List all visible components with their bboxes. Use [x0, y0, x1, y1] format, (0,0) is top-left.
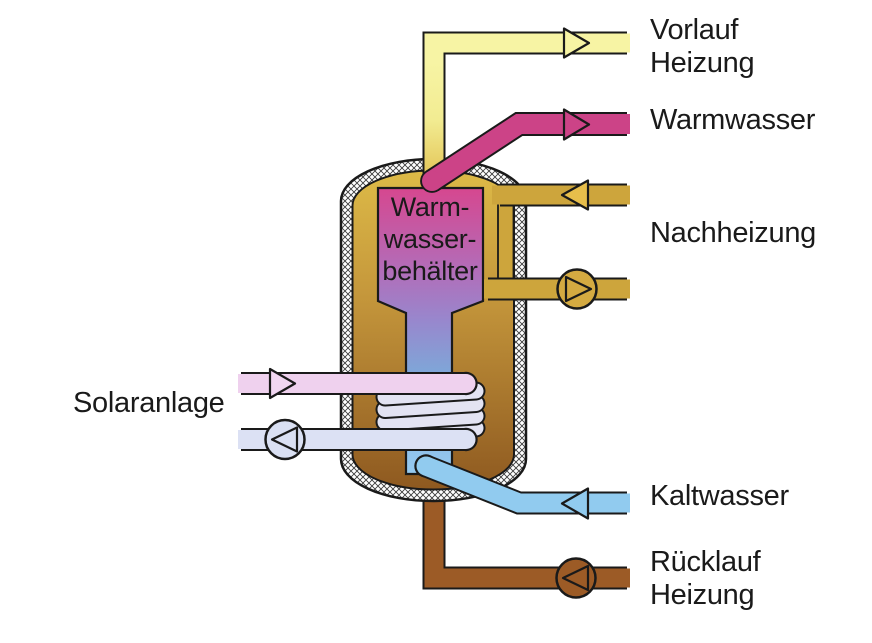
solar-return-pipe [238, 418, 478, 461]
label-solaranlage: Solaranlage [73, 387, 225, 419]
label-warmwasser: Warmwasser [650, 104, 816, 136]
nachheizung-pump [556, 268, 598, 310]
label-kaltwasser: Kaltwasser [650, 480, 789, 512]
solar-supply-arrow-icon [268, 367, 297, 400]
solar-pump-triangle-icon [270, 426, 299, 453]
label-warmwasserbehaelter: Warm- wasser- behälter [374, 191, 486, 287]
warmwasser-arrow-icon [562, 108, 591, 141]
vessel-label-line1: Warm- [390, 192, 470, 222]
label-nachheizung: Nachheizung [650, 217, 816, 249]
vorlauf-arrow-icon [562, 27, 591, 59]
solar-supply-pipe [238, 367, 478, 400]
kaltwasser-pipe [414, 454, 630, 520]
label-vorlauf-line1: Vorlauf [650, 14, 739, 46]
ruecklauf-pump-triangle-icon [561, 564, 590, 592]
nachheizung-pipes [484, 179, 630, 310]
heat-exchanger-coil [375, 381, 486, 444]
warmwasser-pipe [420, 108, 630, 193]
label-ruecklauf-heizung: Rücklauf Heizung [650, 546, 761, 612]
nachheizung-pump-triangle-icon [564, 275, 593, 303]
label-ruecklauf-line2: Heizung [650, 579, 755, 611]
kaltwasser-arrow-icon [560, 487, 590, 520]
vessel-label-line2: wasser- [383, 224, 477, 254]
vessel-label-line3: behälter [382, 256, 478, 286]
label-vorlauf-heizung: Vorlauf Heizung [650, 14, 755, 80]
label-ruecklauf-line1: Rücklauf [650, 546, 761, 578]
nachheizung-arrow-icon [560, 179, 590, 211]
label-vorlauf-line2: Heizung [650, 47, 755, 79]
vorlauf-heizung-pipe [422, 27, 630, 189]
